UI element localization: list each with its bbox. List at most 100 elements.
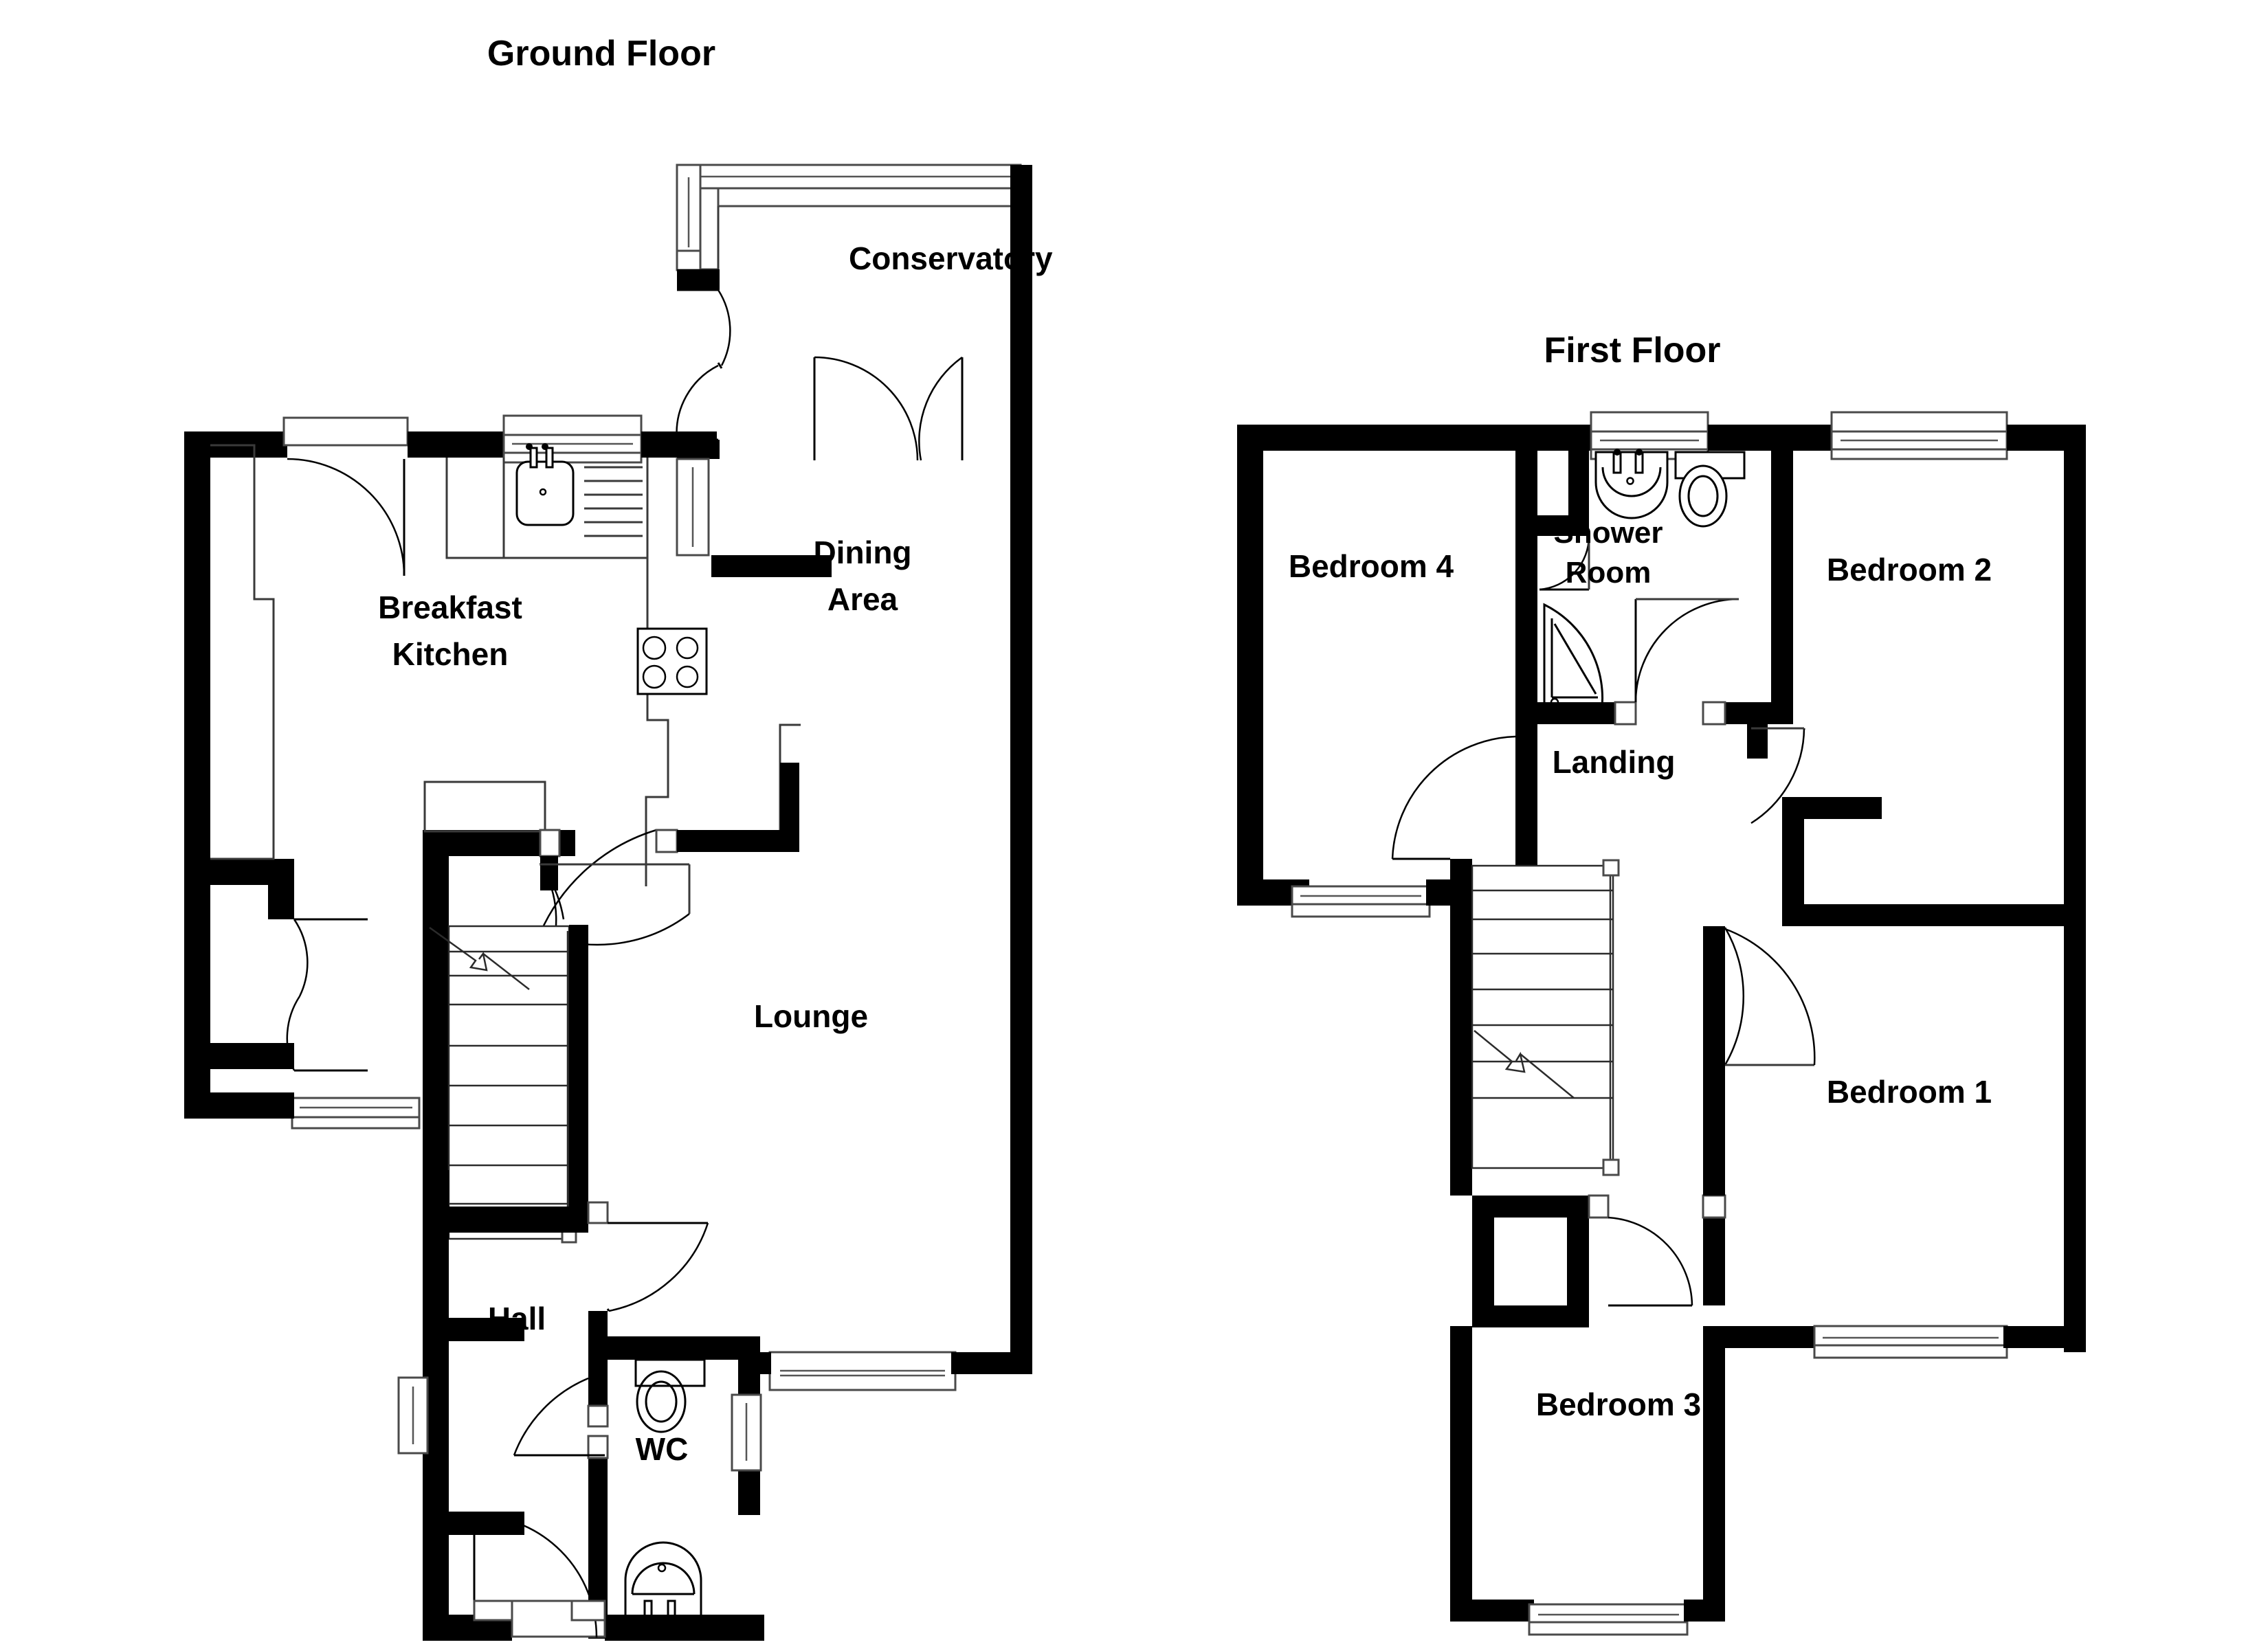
wall-lounge-right xyxy=(1010,440,1032,1374)
bedroom4-window xyxy=(1291,885,1431,918)
wall-bedroom4-right-lower xyxy=(1515,724,1537,884)
room-label-bedroom-1: Bedroom 1 xyxy=(1827,1074,1992,1110)
wall-hall-outer-left xyxy=(423,1170,449,1536)
bedroom1-door xyxy=(1718,927,1816,1066)
kitchen-sink xyxy=(515,443,575,526)
wall-bedroom4-left xyxy=(1237,425,1263,906)
wall-hall-top xyxy=(423,830,557,856)
utility-double-door xyxy=(286,918,368,1072)
airing-cupboard xyxy=(1472,1194,1693,1327)
wall-bedroom4-right xyxy=(1515,425,1537,724)
hall-upper-door xyxy=(587,1201,709,1312)
room-label-breakfast-kitchen-line2: Kitchen xyxy=(392,636,509,672)
conservatory-side-window xyxy=(676,458,710,557)
room-label-dining-area-line2: Area xyxy=(827,581,898,617)
room-label-dining-area-line1: Dining xyxy=(813,535,911,570)
shower-room-door xyxy=(1634,598,1739,703)
wall-bedroom2-door-stub xyxy=(1747,724,1768,759)
wall-shower-bottom-left xyxy=(1515,702,1615,724)
wall-conservatory-dining-stub xyxy=(711,555,732,577)
room-label-bedroom-3: Bedroom 3 xyxy=(1536,1387,1701,1422)
wall-lounge-bottom-left xyxy=(738,1352,771,1374)
wall-bedroom2-bottom xyxy=(1804,904,2086,926)
lounge-patio-window xyxy=(768,1351,957,1391)
shower-toilet xyxy=(1674,451,1746,528)
room-label-wc: WC xyxy=(636,1431,689,1467)
room-label-lounge: Lounge xyxy=(754,998,868,1034)
wall-hall-door-stub xyxy=(540,856,558,890)
shower-door-jamb-right xyxy=(1702,701,1726,726)
wall-bedroom1-left-mid xyxy=(1703,1065,1725,1196)
wall-kitchen-left xyxy=(184,431,210,885)
shower-basin xyxy=(1594,449,1669,519)
wall-wc-left-upper xyxy=(588,1360,608,1408)
room-label-breakfast-kitchen-line1: Breakfast xyxy=(378,590,522,625)
wall-bedroom3-bottom-left xyxy=(1450,1600,1534,1622)
wall-hall-bottom-stub xyxy=(449,1318,524,1341)
conservatory-glazing xyxy=(676,164,1022,271)
wall-front-bottom-right xyxy=(605,1615,764,1641)
ground-floor-plan: Conservatory xyxy=(184,164,1053,1641)
kitchen-left-window-panel xyxy=(210,444,275,860)
room-label-bedroom-2: Bedroom 2 xyxy=(1827,552,1992,587)
wall-hall-left xyxy=(423,830,449,1170)
wall-ff-top-mid xyxy=(1708,425,1832,451)
wc-door-jamb-upper xyxy=(587,1404,609,1428)
wall-kitchen-top-far-right xyxy=(641,431,717,458)
wall-conservatory-left-stub xyxy=(677,269,720,290)
wall-bedroom3-left xyxy=(1450,1326,1472,1622)
wall-hall-div-stub xyxy=(569,1207,588,1233)
wall-bedroom2-cupboard-top xyxy=(1782,797,1882,819)
wall-shower-left-vert xyxy=(1568,425,1589,536)
wall-conservatory-right xyxy=(1010,165,1032,440)
wc-basin xyxy=(624,1541,702,1626)
wall-bedroom3-right xyxy=(1703,1326,1725,1622)
wc-toilet xyxy=(634,1358,706,1433)
wall-bedroom1-right xyxy=(2064,926,2086,1352)
first-floor-plan: Shower Room Bedroom 4 Bedroom 2 xyxy=(1237,411,2086,1636)
wall-utility-stub xyxy=(268,885,294,919)
wall-shower-bottom-right xyxy=(1725,702,1771,724)
wc-door-swing xyxy=(513,1377,605,1457)
hob-four-ring xyxy=(636,627,708,695)
wall-shower-right xyxy=(1771,425,1793,724)
room-label-bedroom-4: Bedroom 4 xyxy=(1289,548,1454,584)
ground-floor-title: Ground Floor xyxy=(487,34,715,74)
room-label-conservatory: Conservatory xyxy=(849,240,1053,276)
wall-bedroom1-bottom-right xyxy=(2003,1326,2086,1348)
bedroom2-window xyxy=(1830,411,2008,460)
wall-hall-div-top xyxy=(449,1207,571,1233)
room-label-shower-room-line2: Room xyxy=(1566,556,1652,590)
bedroom4-door xyxy=(1391,735,1516,860)
shower-door-jamb-left xyxy=(1614,701,1637,726)
wall-wc-top xyxy=(588,1336,760,1360)
staircase-down xyxy=(1471,859,1620,1176)
kitchen-worktop xyxy=(445,458,669,886)
first-floor-title: First Floor xyxy=(1544,330,1720,370)
lounge-archway-door xyxy=(539,763,781,936)
front-door xyxy=(473,1514,606,1638)
hall-front-window xyxy=(397,1376,429,1455)
wall-lounge-bottom-right xyxy=(951,1352,1032,1374)
room-label-shower-room-line1: Shower xyxy=(1554,516,1663,550)
staircase-up xyxy=(429,925,577,1244)
room-label-hall: Hall xyxy=(488,1301,546,1336)
dining-double-doors xyxy=(813,356,964,461)
wc-side-window xyxy=(731,1393,762,1472)
bedroom2-door xyxy=(1750,727,1805,824)
room-label-landing: Landing xyxy=(1553,744,1676,780)
kitchen-drainer xyxy=(584,466,643,537)
wall-kitchen-bottom-left xyxy=(184,1092,294,1119)
wall-stairs-right xyxy=(569,925,588,1207)
wall-utility-left xyxy=(184,885,210,1069)
wall-ff-top-left xyxy=(1237,425,1591,451)
wall-kitchen-left-notch xyxy=(184,859,294,885)
wall-landing-left xyxy=(1450,859,1472,1196)
rear-lower-window xyxy=(291,1097,421,1130)
wall-lounge-arch-stub xyxy=(780,763,799,852)
wall-bedroom1-left-upper2 xyxy=(1703,926,1725,1067)
wall-bedroom2-right xyxy=(2064,425,2086,926)
wall-bedroom3-bottom-right xyxy=(1684,1600,1725,1622)
